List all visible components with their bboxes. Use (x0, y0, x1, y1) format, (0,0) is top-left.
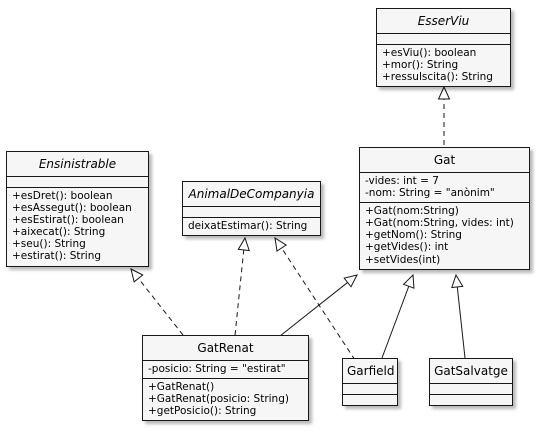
relation-line-gatrenat-to-ensinistrable (138, 278, 184, 336)
relation-line-gatrenat-to-gat (279, 282, 348, 337)
methods-section (430, 394, 512, 405)
relation-line-gatsalvatge-to-gat (456, 286, 466, 359)
class-name: Gat (433, 153, 456, 167)
attribute: -nom: String = "anònim" (365, 187, 495, 200)
relation-line-gatrenat-to-animal (234, 249, 245, 336)
method: +GatRenat(posicio: String) (148, 393, 289, 406)
arrowhead-realization (274, 236, 288, 252)
attribute: -posicio: String = "estirat" (148, 363, 286, 375)
arrowhead-realization (237, 236, 250, 252)
class-name: Ensinistrable (38, 157, 117, 171)
methods-section: deixatEstimar(): String (183, 217, 320, 235)
class-box-gatrenat: GatRenat -posicio: String = "estirat" +Gat… (142, 335, 309, 422)
class-box-esserviu: EsserViu +esViu(): boolean+mor(): String+… (376, 8, 511, 88)
method: +getPosicio(): String (148, 405, 257, 418)
class-box-garfield: Garfield (342, 358, 398, 406)
method: +esEstirat(): boolean (12, 214, 124, 227)
class-box-gatsalvatge: GatSalvatge (429, 358, 513, 406)
attributes-section (7, 176, 148, 187)
class-name: GatRenat (197, 341, 254, 355)
method: +getNom(): String (365, 229, 462, 242)
class-name: AnimalDeCompanyia (188, 187, 315, 201)
method: +aixecat(): String (12, 226, 106, 239)
method: +getVides(): int (365, 241, 449, 254)
method: +esAssegut(): boolean (12, 202, 132, 215)
method: +esViu(): boolean (382, 47, 477, 59)
class-name: EsserViu (417, 14, 470, 28)
attributes-section (183, 206, 320, 217)
attributes-section: -posicio: String = "estirat" (143, 360, 308, 378)
method: +Gat(nom:String, vides: int) (365, 217, 514, 230)
method: +ressulscita(): String (382, 71, 493, 84)
method: +setVides(int) (365, 253, 441, 266)
arrowhead-realization (437, 85, 451, 100)
attributes-section (343, 383, 397, 394)
method: deixatEstimar(): String (188, 220, 308, 232)
relation-line-garfield-to-gat (381, 286, 410, 359)
arrowhead-realization (130, 268, 144, 283)
methods-section: +GatRenat()+GatRenat(posicio: String)+ge… (143, 378, 308, 420)
method: +seu(): String (12, 238, 86, 251)
methods-section: +Gat(nom:String)+Gat(nom:String, vides: … (360, 202, 529, 268)
method: +Gat(nom:String) (365, 205, 459, 218)
arrowhead-generalization (451, 273, 464, 289)
class-box-gat: Gat -vides: int = 7-nom: String = "anònim… (359, 147, 530, 270)
class-name: GatSalvatge (434, 364, 508, 378)
arrowhead-generalization (402, 273, 415, 289)
method: +mor(): String (382, 59, 459, 72)
attributes-section (430, 383, 512, 394)
class-box-ensinistrable: Ensinistrable +esDret(): boolean+esAssegu… (6, 151, 149, 267)
attributes-section (377, 33, 510, 44)
attributes-section: -vides: int = 7-nom: String = "anònim" (360, 172, 529, 202)
methods-section (343, 394, 397, 405)
arrowhead-generalization (343, 274, 358, 288)
attribute: -vides: int = 7 (365, 175, 439, 187)
class-box-animal: AnimalDeCompanyia deixatEstimar(): String (182, 181, 321, 237)
method: +estirat(): String (12, 250, 102, 263)
class-name: Garfield (347, 364, 395, 378)
method: +esDret(): boolean (12, 190, 113, 202)
relation-line-garfield-to-animal (281, 247, 356, 361)
methods-section: +esViu(): boolean+mor(): String+ressulsc… (377, 44, 510, 86)
method: +GatRenat() (148, 381, 215, 394)
methods-section: +esDret(): boolean+esAssegut(): boolean+… (7, 187, 148, 266)
